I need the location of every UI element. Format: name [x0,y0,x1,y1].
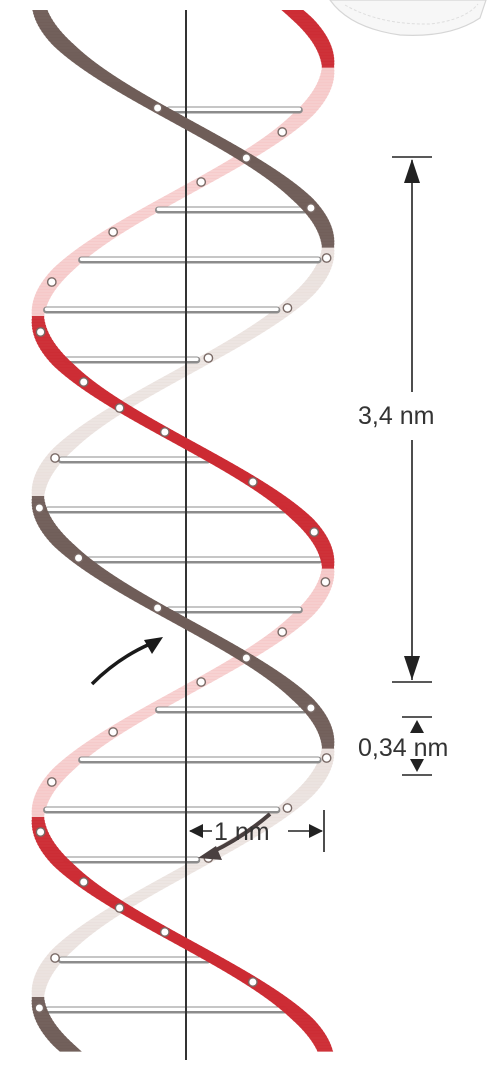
phosphate-dot [51,454,59,462]
base-pair-rung [169,609,299,610]
stamp-seal [330,0,486,35]
base-pair-rung [67,859,197,860]
base-pair-rung [82,259,318,260]
phosphate-dot [278,128,286,136]
phosphate-dot [115,904,123,912]
phosphate-dot [322,754,330,762]
red-strand-segment [322,64,334,68]
phosphate-dot [74,554,82,562]
phosphate-dot [36,328,44,336]
base-pair-rung [82,759,318,760]
base-pair-rung [89,559,319,560]
red-strand-segment [322,565,334,569]
phosphate-dot [242,654,250,662]
front-strand-layer [31,10,334,1052]
phosphate-dot [307,204,315,212]
base-pair-rung [48,1009,284,1010]
phosphate-dot [109,728,117,736]
phosphate-dot [35,1004,43,1012]
phosphate-dot [310,528,318,536]
phosphate-dot [153,104,161,112]
phosphate-dot [322,254,330,262]
base-pair-rung [67,359,197,360]
phosphate-dot [278,628,286,636]
phosphate-dot [321,578,329,586]
phosphate-dot [283,804,291,812]
phosphate-dot [36,828,44,836]
diameter-label: 1 nm [214,818,270,846]
phosphate-dot [115,404,123,412]
phosphate-dot [153,604,161,612]
phosphate-dot [161,928,169,936]
base-pair-rung [47,309,277,310]
phosphate-dot [51,954,59,962]
phosphate-dot [161,428,169,436]
phosphate-dot [197,678,205,686]
dark-strand-segment [322,244,334,248]
base-pair-rung [158,709,304,710]
phosphate-dot [307,704,315,712]
phosphate-dot [204,354,212,362]
dark-strand-segment [56,1048,82,1052]
dark-strand-segment [322,745,334,749]
phosphate-dot [109,228,117,236]
phosphate-dot [197,178,205,186]
phosphate-dot [249,978,257,986]
base-pair-rung [47,809,277,810]
phosphate-dot [48,278,56,286]
base-pair-rung [158,209,304,210]
phosphate-dot [80,878,88,886]
phosphate-dot [35,504,43,512]
base-pair-rung [48,509,284,510]
arrow-up-right-icon [92,637,163,684]
red-strand-segment [316,1048,333,1052]
base-spacing-label: 0,34 nm [358,734,448,762]
phosphate-dot [80,378,88,386]
phosphate-dot [48,778,56,786]
helix-turn-label: 3,4 nm [358,402,434,430]
base-pair-rung [169,109,299,110]
phosphate-dot [249,478,257,486]
phosphate-dot [283,304,291,312]
phosphate-dot [242,154,250,162]
